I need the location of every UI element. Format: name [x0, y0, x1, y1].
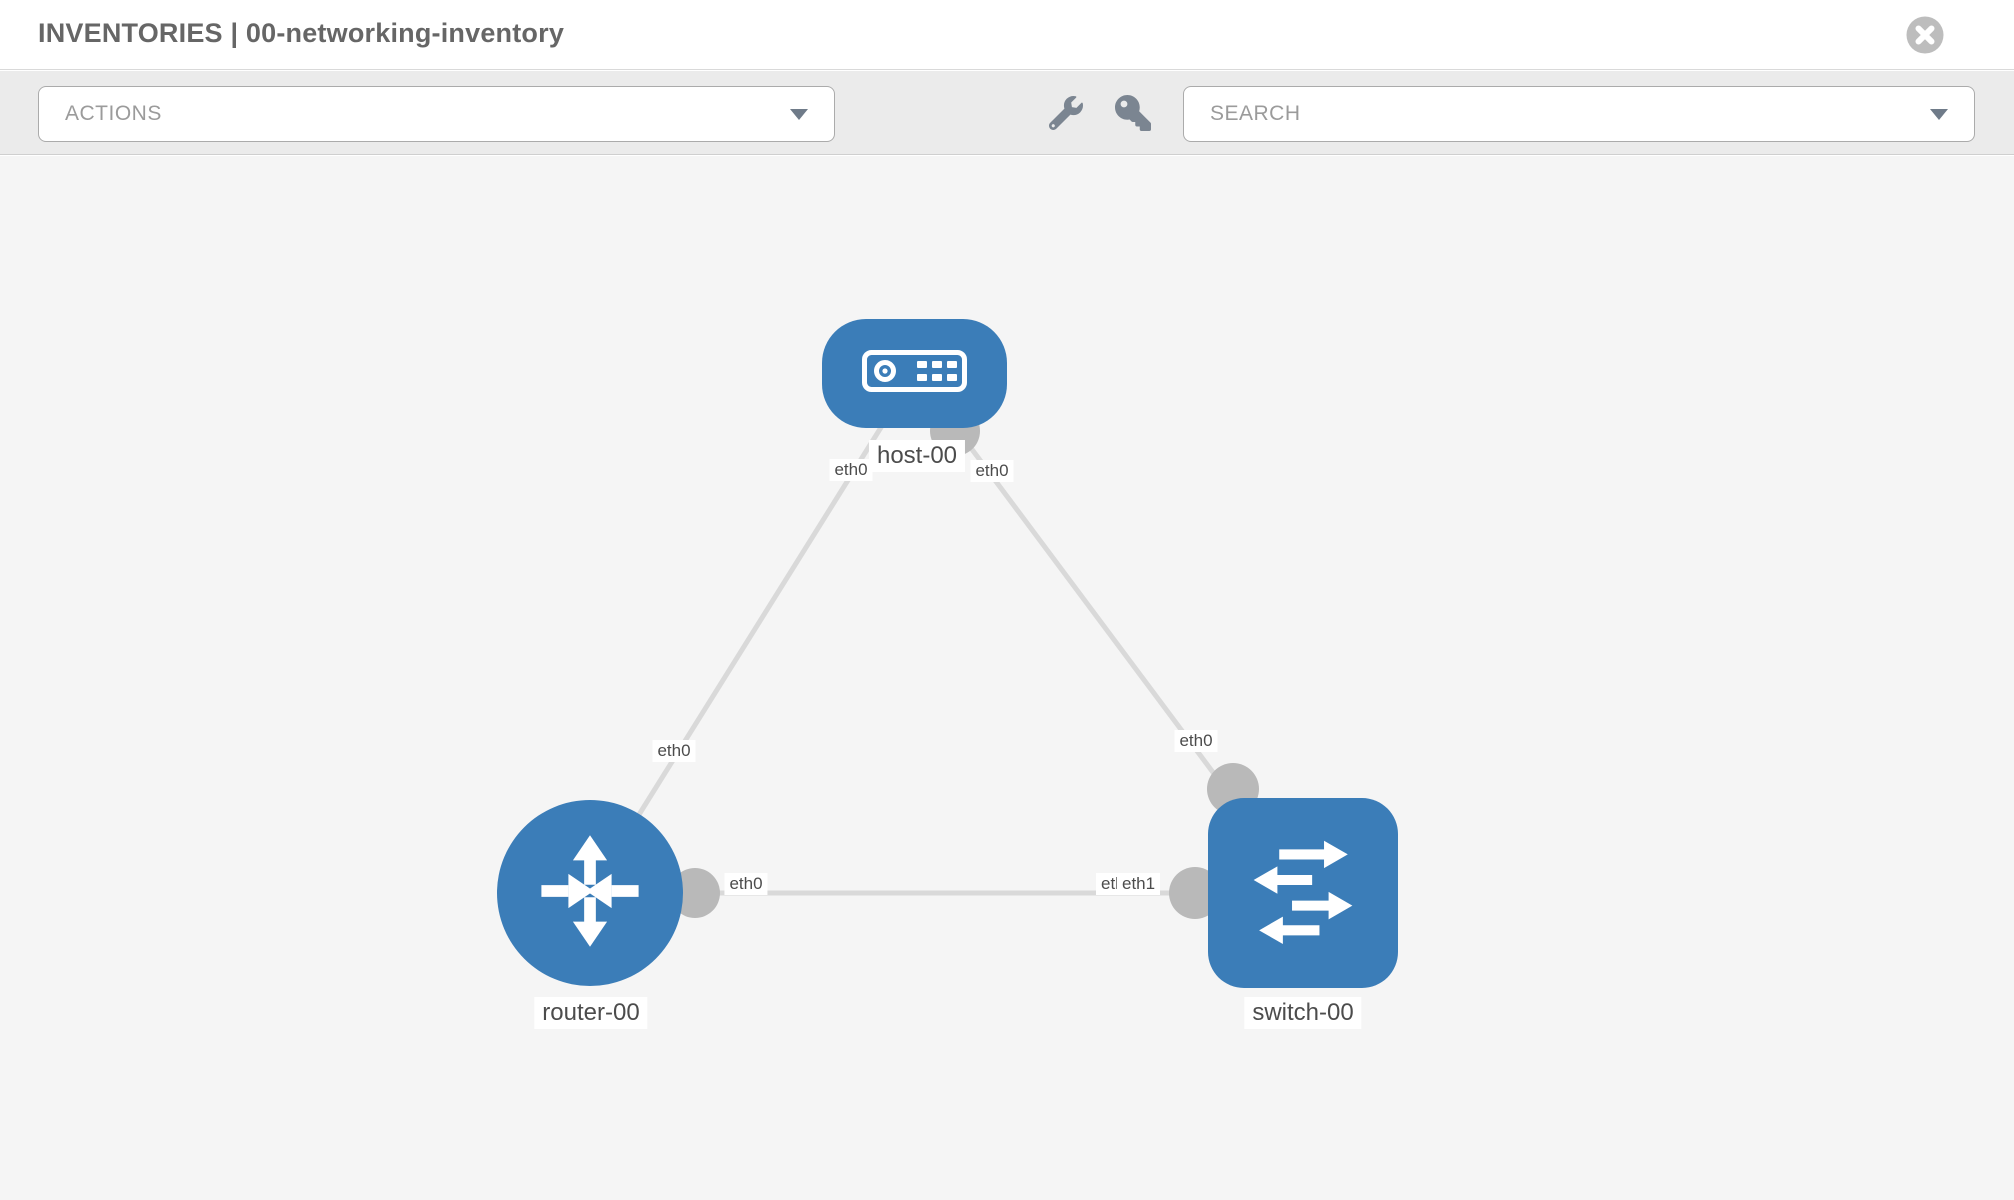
caret-down-icon — [1930, 108, 1948, 120]
connector-dot-router-right — [670, 868, 720, 918]
credentials-button[interactable] — [1111, 93, 1155, 135]
route-arrows-icon — [527, 828, 653, 959]
node-label-host: host-00 — [868, 440, 966, 472]
node-label-switch: switch-00 — [1244, 997, 1362, 1029]
header-bar: INVENTORIES | 00-networking-inventory — [0, 0, 2014, 70]
interface-label-router-right: eth0 — [724, 873, 768, 895]
node-router-00[interactable] — [497, 800, 683, 986]
actions-dropdown[interactable]: ACTIONS — [38, 86, 835, 142]
caret-down-icon — [790, 108, 808, 120]
server-icon — [862, 350, 967, 397]
search-dropdown-label: SEARCH — [1210, 102, 1301, 125]
toolbar: ACTIONS SEARCH — [0, 71, 2014, 155]
exchange-arrows-icon — [1239, 827, 1367, 960]
key-icon — [1115, 94, 1151, 134]
interface-label-switch-top: eth0 — [1174, 730, 1218, 752]
interface-label-switch-left: eth1 — [1117, 873, 1161, 895]
interface-label-host-right: eth0 — [970, 460, 1014, 482]
close-button[interactable] — [1906, 16, 1944, 54]
interface-label-router-top: eth0 — [652, 740, 696, 762]
node-label-router: router-00 — [534, 997, 648, 1029]
x-circle-icon — [1906, 16, 1944, 57]
topology-canvas[interactable]: host-00 router-00 switch-00 eth0 eth0 et… — [0, 156, 2014, 1200]
search-dropdown[interactable]: SEARCH — [1183, 86, 1975, 142]
actions-dropdown-label: ACTIONS — [65, 102, 162, 125]
configure-button[interactable] — [1044, 93, 1088, 135]
wrench-icon — [1048, 95, 1083, 133]
interface-label-host-left: eth0 — [829, 459, 873, 481]
node-host-00[interactable] — [822, 319, 1007, 428]
node-switch-00[interactable] — [1208, 798, 1398, 988]
page-title: INVENTORIES | 00-networking-inventory — [38, 18, 565, 48]
topology-links-layer — [587, 371, 1306, 919]
